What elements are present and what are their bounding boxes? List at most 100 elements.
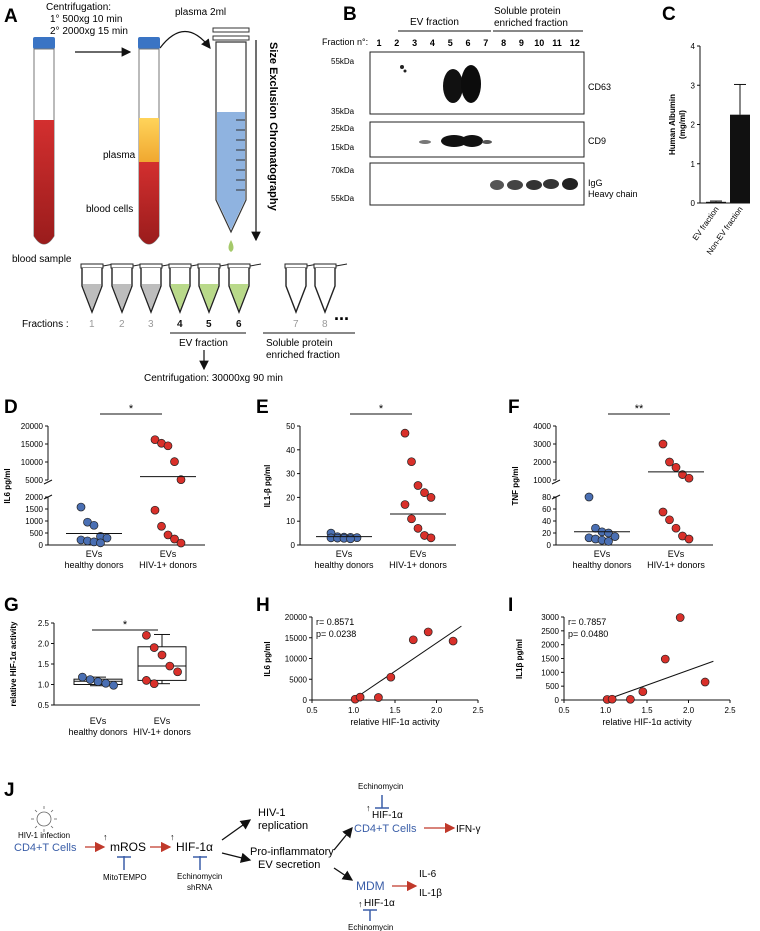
hiv-donor-point [665, 457, 674, 467]
category-label: healthy donors [68, 727, 128, 737]
lane-number: 3 [412, 38, 417, 48]
healthy-donor-point [584, 492, 594, 502]
y-tick-label: 20000 [21, 422, 44, 431]
panel-label-b: B [343, 4, 357, 25]
band-cd9-lane4 [419, 140, 431, 144]
panel-label-j: J [4, 780, 15, 801]
y-tick-label: 3000 [541, 613, 559, 622]
y-axis-label: relative HIF-1α activity [9, 621, 18, 707]
proinflammatory-label-2: EV secretion [258, 859, 320, 871]
hif-top-label: HIF-1α [372, 810, 403, 821]
sec-label: Size Exclusion Chromatography [267, 42, 279, 212]
panel-a: Centrifugation: 1° 500xg 10 min 2° 2000x… [12, 2, 355, 384]
category-label: healthy donors [572, 560, 632, 570]
band-cd9-lane6 [461, 135, 483, 147]
category-label: EVs [594, 549, 611, 559]
band-igg-lane12 [562, 178, 578, 190]
hiv-donor-point [684, 473, 694, 483]
correlation-p: p= 0.0238 [316, 629, 356, 639]
y-axis-label: IL6 pg/ml [263, 641, 272, 676]
y-tick-label: 50 [286, 422, 295, 431]
fraction-tube-icon [139, 263, 174, 314]
up-arrow-hif-bottom: ↑ [358, 899, 363, 909]
correlation-r: r= 0.8571 [316, 617, 354, 627]
y-tick-label: 1000 [541, 668, 559, 677]
il6-output-label: IL-6 [419, 869, 437, 880]
hiv-donor-point [420, 488, 429, 497]
mdm-label: MDM [356, 879, 385, 893]
healthy-donor-point [85, 675, 95, 684]
band-cd63-lane6 [461, 65, 481, 103]
up-arrow-hif: ↑ [170, 832, 175, 842]
band-igg-lane8 [490, 180, 504, 190]
hiv-donor-point [142, 630, 151, 640]
fractions-label: Fractions : [22, 319, 69, 330]
marker-55kda: 55kDa [331, 57, 355, 66]
hiv-donor-point [400, 428, 410, 438]
hiv-donor-point [157, 650, 167, 660]
hiv-donor-point [671, 463, 681, 472]
bar [730, 114, 750, 203]
label-igg: IgG [588, 178, 603, 188]
lane-number: 4 [430, 38, 435, 48]
fraction-number: 4 [177, 319, 183, 330]
label-heavy-chain: Heavy chain [588, 189, 638, 199]
centrifugation-title: Centrifugation: [46, 2, 111, 13]
hiv-donor-point [426, 533, 436, 543]
label-cd9: CD9 [588, 136, 606, 146]
hiv-donor-point [400, 500, 410, 509]
shrna-label: shRNA [187, 883, 213, 892]
marker-15kda: 15kDa [331, 143, 355, 152]
significance-marker: * [129, 403, 134, 415]
hif-bottom-label: HIF-1α [364, 898, 395, 909]
y-tick-label: 5000 [289, 675, 307, 684]
panel-label-d: D [4, 397, 18, 418]
blot-ev-fraction-label: EV fraction [410, 17, 459, 28]
hiv-donor-point [684, 534, 694, 544]
y-tick-label: 4 [691, 42, 696, 51]
y-tick-label: 0 [555, 696, 560, 705]
hiv-donor-point [149, 679, 159, 689]
band-cd9-lane7 [482, 140, 492, 144]
correlation-p: p= 0.0480 [568, 629, 608, 639]
hiv-donor-point [150, 435, 160, 445]
hiv-donor-point [176, 475, 186, 484]
healthy-donor-point [89, 520, 99, 530]
mitotempo-label: MitoTEMPO [103, 873, 147, 882]
category-label: healthy donors [314, 560, 374, 570]
y-tick-label: 10000 [285, 655, 308, 664]
y-tick-label: 0 [291, 541, 296, 550]
marker-25kda: 25kDa [331, 124, 355, 133]
echinomycin-top-label: Echinomycin [358, 782, 403, 791]
y-tick-label: 2000 [25, 493, 43, 502]
echinomycin-bottom-label: Echinomycin [348, 923, 393, 931]
y-tick-label: 0 [547, 541, 552, 550]
category-label: EVs [336, 549, 353, 559]
replication-label-2: replication [258, 820, 308, 832]
category-label: HIV-1+ donors [389, 560, 447, 570]
category-label: HIV-1+ donors [139, 560, 197, 570]
healthy-donor-point [76, 502, 86, 512]
arrow-to-cd4-right [333, 826, 353, 851]
hiv-donor-point [157, 521, 166, 531]
arrow-to-replication [221, 819, 252, 841]
y-tick-label: 15000 [285, 634, 308, 643]
data-point [374, 693, 383, 702]
hiv-donor-point [163, 530, 173, 540]
fraction-number: 2 [119, 319, 125, 330]
data-point [675, 613, 685, 622]
y-tick-label: 2.0 [38, 640, 50, 649]
y-axis-label: Human Albumin [668, 94, 677, 155]
healthy-donor-point [102, 533, 112, 543]
fraction-number: 6 [236, 319, 242, 330]
panel-label-a: A [4, 6, 18, 27]
healthy-donor-point [604, 537, 613, 546]
panel-label-h: H [256, 595, 270, 616]
y-tick-label: 2 [691, 121, 696, 130]
blood-cells-label: blood cells [86, 204, 133, 215]
hiv-donor-point [163, 441, 173, 451]
hiv-donor-point [176, 538, 186, 548]
